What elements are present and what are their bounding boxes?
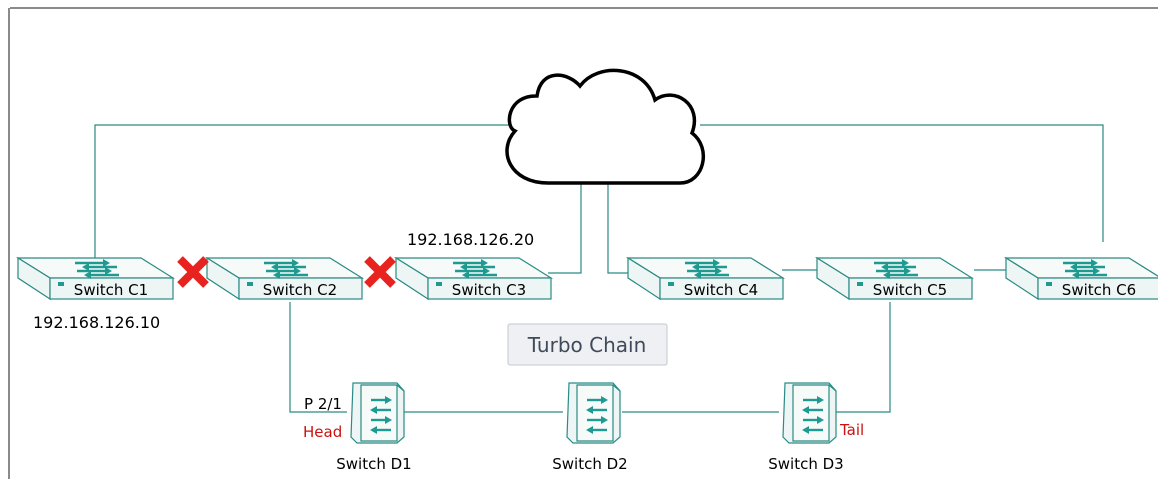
switch-c5: Switch C5 bbox=[814, 256, 975, 301]
cloud-icon bbox=[505, 68, 706, 185]
switch-label-d1: Switch D1 bbox=[336, 455, 411, 473]
link-c3-cloud bbox=[548, 183, 582, 274]
ip-label-c3: 192.168.126.20 bbox=[407, 230, 534, 249]
head-label: Head bbox=[303, 423, 342, 441]
network-switch-icon bbox=[453, 259, 497, 279]
switch-d2: Switch D2 bbox=[552, 382, 628, 473]
switch-led bbox=[668, 282, 674, 286]
network-switch-icon bbox=[75, 259, 119, 279]
link-c2-d1 bbox=[289, 302, 347, 413]
switch-led bbox=[436, 282, 442, 286]
switch-led bbox=[857, 282, 863, 286]
switch-label-d2: Switch D2 bbox=[552, 455, 627, 473]
blocked-link-x-icon bbox=[364, 256, 396, 288]
switch-label-c6: Switch C6 bbox=[1062, 281, 1136, 299]
switch-d1: Switch D1 bbox=[336, 382, 412, 473]
connection-lines bbox=[94, 124, 1104, 413]
switch-d3: Switch D3 bbox=[768, 382, 844, 473]
tail-label: Tail bbox=[839, 421, 864, 439]
switch-c1: Switch C1 bbox=[15, 256, 176, 301]
network-switch-icon bbox=[685, 259, 729, 279]
switch-c6: Switch C6 bbox=[1003, 256, 1158, 301]
network-switch-icon bbox=[874, 259, 918, 279]
switch-c2: Switch C2 bbox=[204, 256, 365, 301]
switch-c3: Switch C3 bbox=[393, 256, 554, 301]
switch-led bbox=[1046, 282, 1052, 286]
network-switch-icon bbox=[1063, 259, 1107, 279]
switch-label-d3: Switch D3 bbox=[768, 455, 843, 473]
link-d3-c5 bbox=[836, 302, 891, 413]
switch-c4: Switch C4 bbox=[625, 256, 786, 301]
switch-led bbox=[58, 282, 64, 286]
switch-label-c3: Switch C3 bbox=[452, 281, 526, 299]
turbo-chain-box bbox=[507, 323, 668, 366]
turbo-chain-label: Turbo Chain bbox=[527, 333, 647, 357]
network-switch-icon bbox=[264, 259, 308, 279]
switch-label-c4: Switch C4 bbox=[684, 281, 758, 299]
switch-label-c5: Switch C5 bbox=[873, 281, 947, 299]
switch-label-c1: Switch C1 bbox=[74, 281, 148, 299]
link-c1-cloud bbox=[94, 124, 510, 258]
industrial-switch-icon bbox=[370, 396, 392, 434]
port-label: P 2/1 bbox=[304, 395, 342, 413]
industrial-switch-icon bbox=[802, 396, 824, 434]
switch-label-c2: Switch C2 bbox=[263, 281, 337, 299]
link-cloud-c6 bbox=[700, 124, 1104, 242]
switch-led bbox=[247, 282, 253, 286]
ip-label-c1: 192.168.126.10 bbox=[33, 313, 160, 332]
blocked-link-x-icon bbox=[177, 256, 209, 288]
industrial-switch-icon bbox=[586, 396, 608, 434]
